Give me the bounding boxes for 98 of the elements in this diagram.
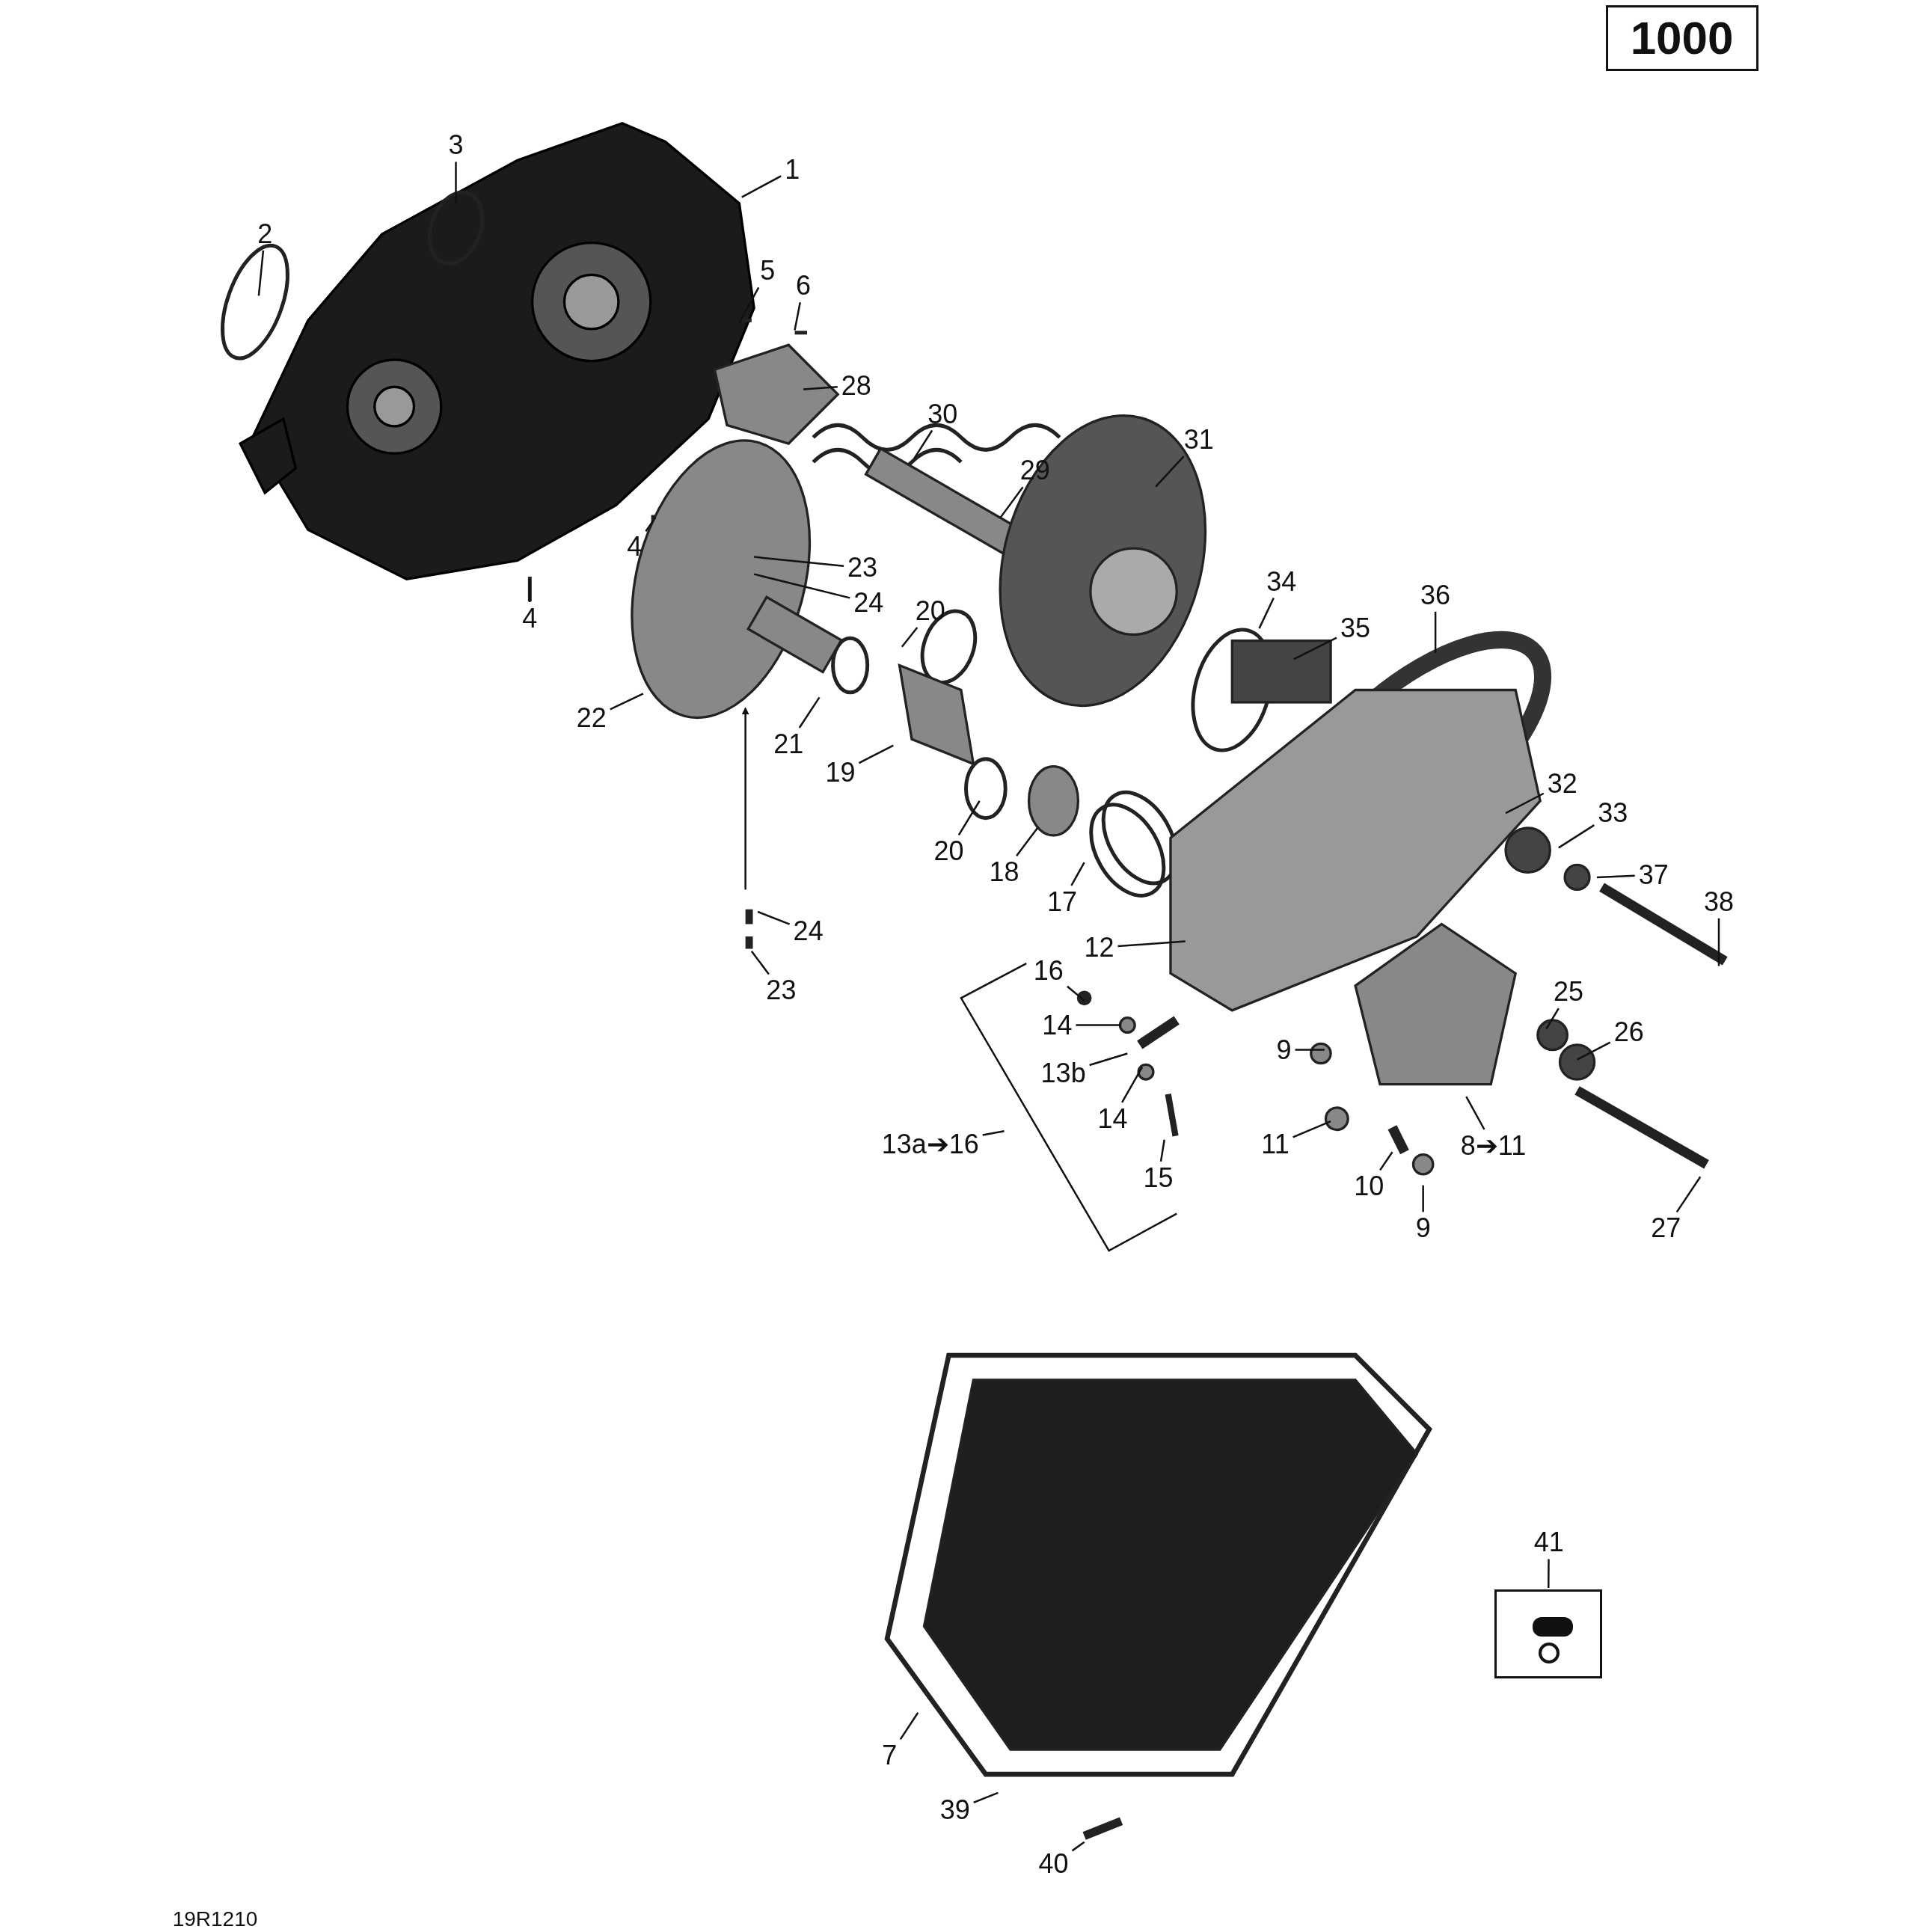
leader-line (1548, 1559, 1550, 1589)
callout-number: 23 (764, 975, 799, 1006)
leader-line (1258, 598, 1275, 629)
callout-number: 9 (1274, 1034, 1294, 1065)
leader-line (973, 1791, 999, 1804)
callout-number: 25 (1551, 977, 1586, 1008)
callout-number: 4 (520, 603, 540, 634)
leader-line (794, 301, 801, 331)
leader-line (803, 386, 838, 390)
callout-number: 7 (880, 1741, 900, 1771)
leader-line (1016, 827, 1039, 857)
callout-number: 24 (851, 587, 886, 618)
callout-number: 1 (782, 155, 803, 185)
callout-number: 14 (1040, 1010, 1075, 1040)
leader-line (1465, 1096, 1485, 1130)
leader-line (741, 175, 782, 198)
callout-number: 38 (1702, 886, 1736, 917)
callout-number: 22 (574, 703, 609, 734)
leader-line (901, 627, 919, 648)
leader-line (1675, 1176, 1702, 1213)
leader-line (1159, 1139, 1165, 1162)
callout-number: 28 (838, 370, 874, 401)
callout-number: 9 (1413, 1213, 1433, 1244)
model-tag: 1000 (1605, 5, 1758, 72)
leader-line (1293, 637, 1337, 660)
callout-number: 6 (794, 271, 814, 301)
callout-number: 37 (1636, 859, 1671, 890)
callout-number: 21 (771, 729, 806, 759)
callout-number: 13b (1038, 1058, 1088, 1088)
leader-line (957, 800, 981, 835)
leader-line (1577, 1041, 1611, 1061)
callout-number: 34 (1264, 566, 1299, 597)
leader-line (1121, 1066, 1144, 1103)
callout-number: 4 (625, 532, 645, 562)
callout-number: 19 (823, 757, 858, 788)
leader-line (257, 250, 265, 296)
leader-line (1295, 1049, 1325, 1051)
leader-line (1071, 1841, 1085, 1852)
leader-line (1717, 918, 1720, 966)
leader-line (645, 517, 657, 532)
leader-line (1070, 862, 1085, 886)
callout-number: 39 (937, 1794, 972, 1825)
leader-line (1422, 1185, 1424, 1212)
callout-number: 20 (913, 596, 948, 627)
leader-line (1089, 1052, 1128, 1067)
callout-number: 13a➔16 (879, 1129, 981, 1160)
callout-number: 17 (1044, 886, 1079, 917)
callout-number: 23 (845, 553, 880, 583)
detail-box (1494, 1589, 1602, 1678)
leader-line (798, 696, 821, 729)
figure-code: 19R1210 (172, 1907, 258, 1932)
callout-number: 41 (1531, 1527, 1566, 1558)
callout-number: 32 (1545, 768, 1580, 799)
leader-line (1292, 1120, 1331, 1138)
leader-line (610, 693, 644, 711)
leader-line (757, 910, 791, 925)
leader-line (982, 1130, 1005, 1136)
leader-line (1434, 611, 1437, 654)
leader-line (738, 286, 760, 324)
leader-line (899, 1712, 919, 1741)
leader-line (858, 744, 894, 764)
leader-line (754, 556, 844, 568)
leader-line (750, 951, 770, 975)
leader-line (1505, 792, 1545, 815)
callout-number: 36 (1418, 580, 1453, 610)
callout-number: 26 (1611, 1017, 1646, 1048)
callout-number: 30 (925, 399, 960, 429)
callout-number: 20 (931, 836, 966, 867)
leader-line (1545, 1008, 1560, 1030)
leader-line (1558, 824, 1595, 849)
callout-number: 33 (1595, 798, 1631, 829)
leader-line (753, 573, 850, 599)
callout-number: 16 (1031, 956, 1066, 987)
callout-number: 10 (1352, 1171, 1387, 1202)
callout-number: 18 (987, 857, 1022, 888)
callout-number: 11 (1259, 1129, 1292, 1160)
callout-number: 12 (1082, 932, 1117, 963)
callout-number: 2 (255, 219, 275, 249)
leader-line (1076, 1024, 1122, 1026)
leader-line (1067, 985, 1085, 1002)
leader-line (1596, 874, 1635, 879)
callout-number: 31 (1181, 425, 1216, 456)
leader-line (1155, 456, 1185, 488)
callout-number: 40 (1036, 1849, 1071, 1880)
callout-number: 14 (1095, 1103, 1130, 1134)
leader-line (1379, 1151, 1393, 1171)
callout-number: 5 (758, 256, 778, 286)
callout-number: 24 (791, 916, 826, 947)
callout-number: 8➔11 (1458, 1131, 1529, 1161)
leader-line (999, 486, 1024, 518)
leader-line (913, 429, 933, 459)
callout-number: 35 (1338, 613, 1373, 644)
leader-line (1117, 940, 1186, 948)
leader-line (455, 162, 457, 203)
callout-number: 27 (1649, 1213, 1684, 1244)
callout-number: 3 (446, 130, 466, 161)
leader-line (529, 579, 531, 602)
callout-number: 15 (1141, 1162, 1176, 1193)
